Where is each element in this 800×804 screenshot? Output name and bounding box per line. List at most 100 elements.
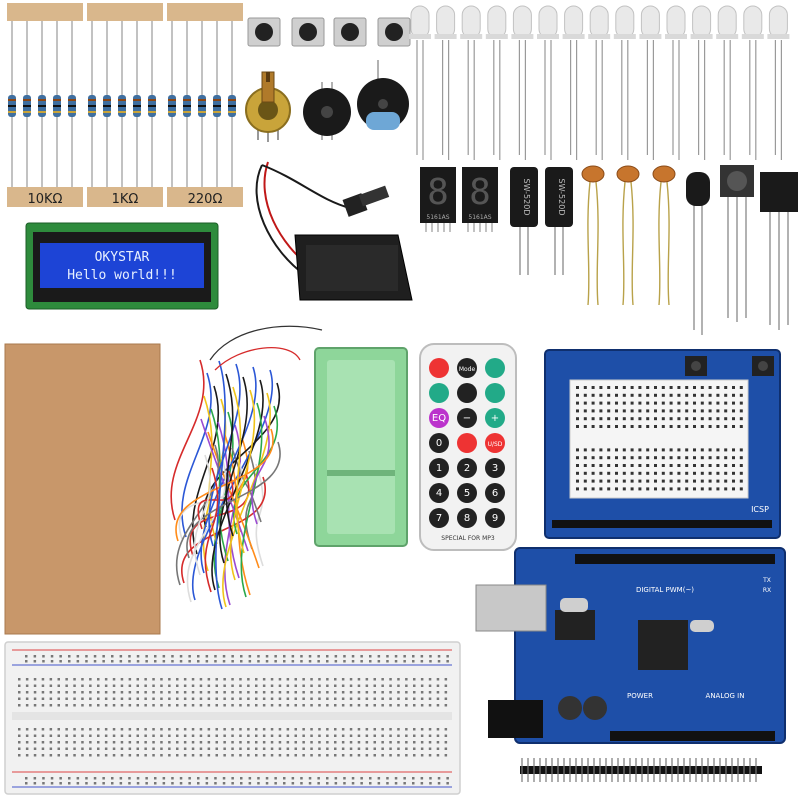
seven-segment-part-label: 5161AS <box>426 214 449 221</box>
jumper-wire <box>203 395 218 545</box>
seven-segment-digit: 8 <box>469 172 491 213</box>
seven-segment-part-label: 5161AS <box>468 214 491 221</box>
prototype-shield: ICSP <box>544 349 781 539</box>
jumper-wire <box>210 408 229 562</box>
tilt-switches: SW-520D SW-520D <box>510 167 573 275</box>
led <box>538 5 558 39</box>
jumper-wire <box>232 386 245 554</box>
jumper-wires <box>170 325 323 610</box>
lcd-line-2: Hello world!!! <box>67 268 177 283</box>
remote-button <box>429 433 449 453</box>
breadboard <box>4 641 461 795</box>
remote-button <box>429 383 449 403</box>
led <box>615 5 635 39</box>
remote-button-label: 5 <box>464 488 470 499</box>
lcd-screen <box>40 243 204 288</box>
seven-segment-display <box>420 167 456 223</box>
lcd-line-1: OKYSTAR <box>95 250 150 265</box>
led <box>589 5 609 39</box>
photoresistor <box>616 165 640 183</box>
led <box>768 5 788 39</box>
remote-button <box>429 358 449 378</box>
remote-button <box>429 458 449 478</box>
remote-button-label: U/SD <box>488 441 503 448</box>
remote-button-label: 3 <box>492 463 498 474</box>
led <box>436 5 456 39</box>
potentiometer <box>245 71 291 142</box>
jumper-wire <box>215 360 226 610</box>
remote-button-label: 9 <box>492 513 498 524</box>
remote-button-label: Mode <box>459 366 476 373</box>
remote-button <box>457 458 477 478</box>
arduino-power-label: POWER <box>627 692 653 700</box>
tilt-switch <box>545 167 573 227</box>
resistor-tape-top-1 <box>7 3 83 21</box>
remote-button-label: 2 <box>464 463 470 474</box>
resistor-tape-top-2 <box>87 3 163 21</box>
jumper-wire <box>175 428 274 542</box>
resistor-label-220: 220Ω <box>188 192 223 207</box>
led <box>743 5 763 39</box>
tilt-switch <box>510 167 538 227</box>
arduino-tx-label: TX <box>762 577 771 584</box>
led <box>512 5 532 39</box>
push-buttons <box>247 17 411 47</box>
remote-button <box>457 508 477 528</box>
led <box>410 5 430 39</box>
resistor-tape-bottom-3 <box>167 187 243 207</box>
jumper-wire <box>175 444 220 586</box>
photoresistor <box>652 165 676 183</box>
jumper-wire <box>170 359 205 521</box>
jumper-wire <box>204 467 219 593</box>
remote-button-label: 7 <box>436 513 442 524</box>
transistor <box>760 172 798 330</box>
remote-button <box>457 358 477 378</box>
remote-button <box>485 383 505 403</box>
remote-button <box>457 433 477 453</box>
ir-led <box>686 172 710 335</box>
remote-button-label: 4 <box>436 488 442 499</box>
remote-footer: SPECIAL FOR MP3 <box>441 535 495 542</box>
remote-button <box>485 483 505 503</box>
jumper-wire <box>229 389 256 581</box>
led <box>564 5 584 39</box>
jumper-wire <box>232 405 279 535</box>
jumper-wire <box>186 441 281 559</box>
resistor-label-1k: 1KΩ <box>112 192 139 207</box>
resistor-tape-top-3 <box>167 3 243 21</box>
passive-buzzer <box>303 82 351 140</box>
arduino-analog-label: ANALOG IN <box>706 692 745 700</box>
remote-button-label: 6 <box>492 488 498 499</box>
battery-holder <box>255 161 413 301</box>
jumper-wire <box>181 476 266 584</box>
remote-button <box>485 408 505 428</box>
remote-button <box>429 408 449 428</box>
tilt-switch-label: SW-520D <box>557 179 566 216</box>
remote-button-label: 1 <box>436 463 442 474</box>
resistor-tape-bottom-1 <box>7 187 83 207</box>
remote-button-label: 0 <box>436 438 442 449</box>
remote-button <box>485 508 505 528</box>
tilt-switch-label: SW-520D <box>522 179 531 216</box>
lcd-module: OKYSTAR Hello world!!! <box>25 222 219 310</box>
jumper-wire <box>197 470 234 530</box>
remote-button-label: EQ <box>432 413 446 424</box>
microcontroller-chip <box>638 620 688 670</box>
jumper-wire <box>181 372 212 538</box>
led <box>487 5 507 39</box>
seven-segment-digit: 8 <box>427 172 449 213</box>
cardboard-sheet <box>4 343 161 635</box>
jumper-wire <box>191 385 220 555</box>
jumper-wire <box>194 454 211 576</box>
arduino-digital-label: DIGITAL PWM(~) <box>636 586 694 594</box>
jumper-wire <box>214 347 301 371</box>
ir-receiver <box>720 165 754 322</box>
led <box>717 5 737 39</box>
resistor-tape-bottom-2 <box>87 187 163 207</box>
jumper-wire <box>231 447 262 523</box>
remote-button <box>457 408 477 428</box>
remote-button <box>485 458 505 478</box>
led <box>692 5 712 39</box>
